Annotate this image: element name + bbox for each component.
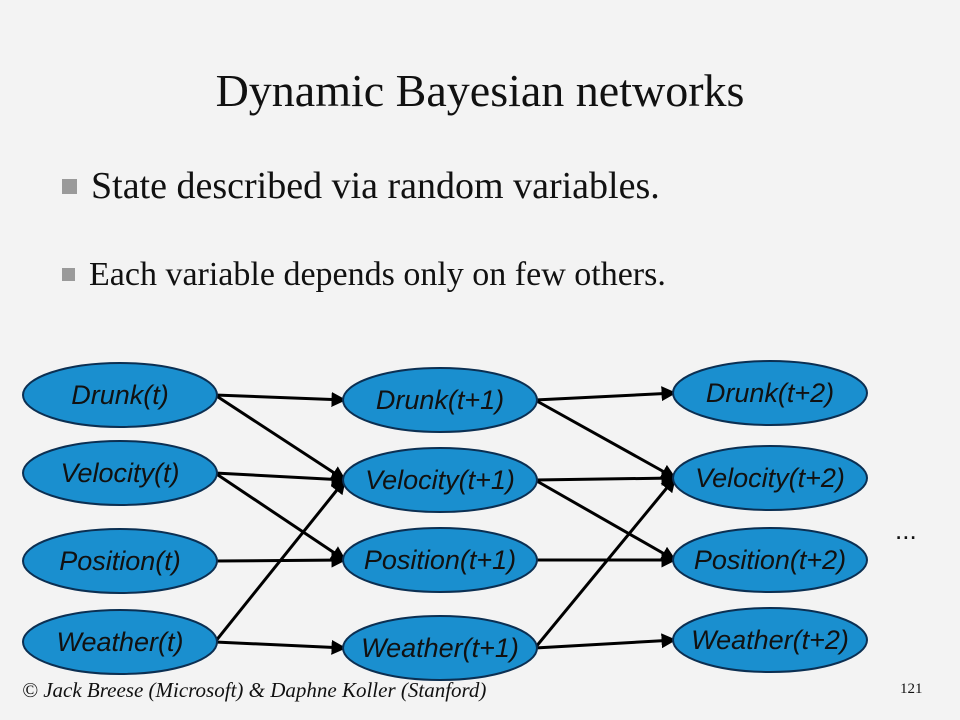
node-label: Velocity(t+1) xyxy=(365,465,515,495)
node-label: Drunk(t) xyxy=(71,380,169,410)
node-ellipse xyxy=(342,367,538,433)
node: Position(t) xyxy=(22,528,218,594)
node-ellipse xyxy=(672,607,868,673)
node-ellipse xyxy=(22,440,218,506)
node-ellipse xyxy=(342,527,538,593)
edge-arrow xyxy=(214,639,347,655)
node: Velocity(t) xyxy=(22,440,218,506)
node: Drunk(t) xyxy=(22,362,218,428)
node: Position(t+2) xyxy=(672,527,868,593)
node-layer: Drunk(t) Velocity(t) Position(t) Weather(t)… xyxy=(22,360,868,681)
node: Drunk(t+1) xyxy=(342,367,538,433)
node-label: Weather(t+1) xyxy=(361,633,519,663)
node-label: Drunk(t+1) xyxy=(376,385,504,415)
node: Weather(t) xyxy=(22,609,218,675)
edge-arrow xyxy=(534,470,677,486)
node: Weather(t+1) xyxy=(342,615,538,681)
node-label: Weather(t+2) xyxy=(691,625,849,655)
edge-layer xyxy=(213,386,677,655)
node-ellipse xyxy=(22,609,218,675)
node-ellipse xyxy=(672,360,868,426)
node-label: Velocity(t+2) xyxy=(695,463,845,493)
bullet-1-text: State described via random variables. xyxy=(91,165,660,207)
node-ellipse xyxy=(22,362,218,428)
node-label: Position(t+2) xyxy=(694,545,846,575)
edge-arrow xyxy=(534,398,677,480)
node-label: Position(t+1) xyxy=(364,545,516,575)
copyright-footer: © Jack Breese (Microsoft) & Daphne Kolle… xyxy=(22,678,487,702)
node: Weather(t+2) xyxy=(672,607,868,673)
bullet-1: State described via random variables. xyxy=(62,164,660,208)
node-label: Velocity(t) xyxy=(60,458,179,488)
continuation-ellipsis: ... xyxy=(895,515,917,545)
bullet-square-icon xyxy=(62,178,77,194)
edge-arrow xyxy=(214,471,347,562)
node: Velocity(t+2) xyxy=(672,445,868,511)
edge-arrow xyxy=(213,478,347,643)
node: Position(t+1) xyxy=(342,527,538,593)
bullet-2: Each variable depends only on few others… xyxy=(62,256,666,294)
node: Drunk(t+2) xyxy=(672,360,868,426)
slide-title: Dynamic Bayesian networks xyxy=(215,65,745,116)
node-ellipse xyxy=(342,447,538,513)
page-number: 121 xyxy=(900,681,923,697)
node-label: Position(t) xyxy=(59,546,181,576)
edge-arrow xyxy=(214,391,347,407)
node-label: Weather(t) xyxy=(56,627,183,657)
edge-arrow xyxy=(534,633,677,650)
edge-arrow xyxy=(534,478,677,562)
bullet-square-icon xyxy=(62,267,75,281)
edge-arrow xyxy=(533,476,677,649)
node-label: Drunk(t+2) xyxy=(706,378,834,408)
edge-arrow xyxy=(534,386,677,402)
bullet-2-text: Each variable depends only on few others… xyxy=(89,256,666,293)
node-ellipse xyxy=(672,527,868,593)
node-ellipse xyxy=(22,528,218,594)
node: Velocity(t+1) xyxy=(342,447,538,513)
node-ellipse xyxy=(672,445,868,511)
edge-arrow xyxy=(214,471,347,487)
node-ellipse xyxy=(342,615,538,681)
edge-arrow xyxy=(214,393,347,482)
